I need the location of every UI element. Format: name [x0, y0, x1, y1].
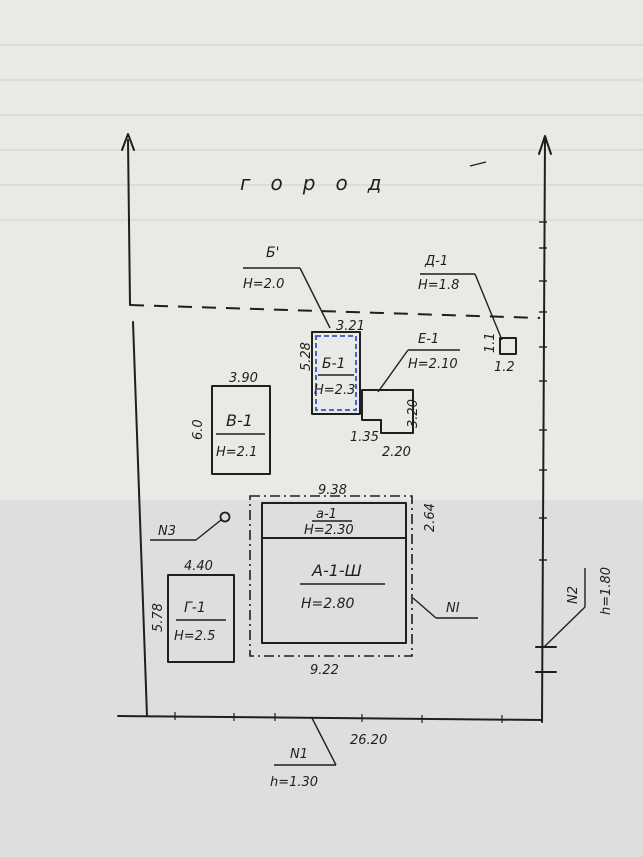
- d1-size1: 1.1: [483, 332, 498, 353]
- building-v1: 3.90 6.0 В-1 Н=2.1: [191, 371, 271, 475]
- v1-height: Н=2.1: [216, 445, 257, 460]
- b-prime-height: Н=2.0: [243, 277, 284, 292]
- marker-n1-right: NI: [412, 597, 478, 619]
- a1-name: а-1: [316, 507, 337, 522]
- garden-dashed-line: [129, 304, 541, 319]
- n3-label: N3: [158, 524, 176, 539]
- g1-name: Г-1: [184, 600, 206, 616]
- a1-height: Н=2.30: [304, 523, 354, 538]
- b1-height: Н=2.3: [314, 383, 355, 398]
- d1-height: Н=1.8: [418, 278, 459, 293]
- ni-label: NI: [446, 601, 460, 616]
- v1-side-dim: 6.0: [191, 419, 206, 440]
- bottom-boundary-ticks: [174, 712, 503, 723]
- plot-boundary: [117, 133, 552, 723]
- marker-n1-bottom: 26.20 N1 h=1.30: [270, 717, 387, 790]
- a1-top-dim: 9.38: [318, 483, 347, 498]
- n1-bottom-label: N1: [290, 747, 308, 762]
- e1-outline: [361, 389, 414, 434]
- left-boundary-upper: [127, 139, 131, 306]
- n2-label: N2: [566, 586, 581, 604]
- g1-side-dim: 5.78: [151, 603, 166, 632]
- right-boundary-ticks: [539, 221, 547, 561]
- b1-side-dim: 5.28: [299, 342, 314, 371]
- building-main: 9.38 2.64 а-1 Н=2.30 А-1-Ш Н=2.80 9.22: [249, 483, 438, 678]
- d1-square: [499, 337, 517, 355]
- bottom-boundary: [117, 715, 543, 721]
- b1-top-dim: 3.21: [336, 319, 365, 334]
- b1-highlight: [315, 335, 357, 411]
- plot-bottom-length: 26.20: [350, 733, 387, 748]
- garden-accent-mark: [469, 161, 487, 167]
- g1-outline: [167, 574, 235, 663]
- main-bottom-dim: 9.22: [310, 663, 339, 678]
- building-g1: 4.40 5.78 Г-1 Н=2.5: [151, 559, 235, 663]
- e1-name: Е-1: [418, 332, 439, 347]
- right-arrow-icon: [538, 135, 552, 155]
- main-outline: [261, 502, 407, 644]
- building-e1: Е-1 Н=2.10 3.20 1.35 2.20: [350, 332, 460, 460]
- e1-left-dim: 1.35: [350, 430, 379, 445]
- garden-label: город: [240, 171, 402, 195]
- a1-side-dim: 2.64: [423, 503, 438, 532]
- d1-name: Д-1: [424, 254, 448, 269]
- left-arrow-icon: [121, 133, 135, 151]
- g1-height: Н=2.5: [174, 629, 215, 644]
- g1-top-dim: 4.40: [184, 559, 213, 574]
- marker-n3: N3: [150, 511, 231, 541]
- marker-n2: N2 h=1.80: [535, 567, 614, 673]
- paper-ruling: [0, 44, 643, 221]
- b1-name: Б-1: [322, 356, 346, 372]
- v1-top-dim: 3.90: [229, 371, 258, 386]
- v1-outline: [211, 385, 271, 475]
- e1-right-dim: 3.20: [406, 399, 421, 428]
- building-b-prime: Б' Н=2.0: [243, 245, 331, 329]
- n1-bottom-height: h=1.30: [270, 775, 318, 790]
- b-prime-name: Б': [266, 245, 279, 261]
- d1-size2: 1.2: [494, 360, 515, 375]
- v1-name: В-1: [226, 411, 253, 430]
- n2-height: h=1.80: [599, 567, 614, 615]
- e1-bottom-dim: 2.20: [382, 445, 411, 460]
- main-height: Н=2.80: [301, 596, 355, 612]
- b1-outline: [311, 331, 361, 415]
- paper-shadow: [0, 500, 643, 857]
- well-icon: [219, 511, 231, 523]
- building-b1: 3.21 5.28 Б-1 Н=2.3: [299, 319, 365, 415]
- main-footprint: [249, 495, 413, 657]
- e1-height: Н=2.10: [408, 357, 458, 372]
- left-boundary-lower: [132, 321, 148, 717]
- main-name: А-1-Ш: [311, 561, 362, 580]
- building-d1: Д-1 Н=1.8 1.1 1.2: [418, 254, 517, 375]
